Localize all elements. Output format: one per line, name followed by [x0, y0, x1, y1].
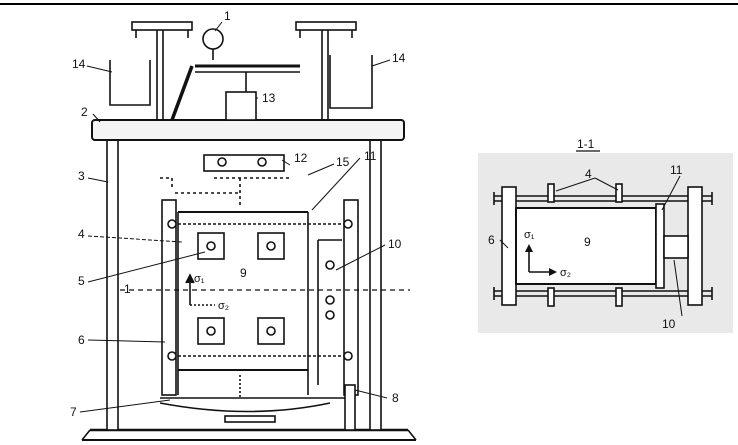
section-label-sigma1: σ₁ — [524, 229, 535, 241]
base-plate — [82, 416, 416, 440]
loading-piston — [226, 92, 256, 120]
label-15: 15 — [336, 155, 350, 169]
section-title: 1-1 — [577, 137, 595, 151]
section-label-6: 6 — [488, 233, 495, 247]
label-12: 12 — [294, 151, 308, 165]
label-10: 10 — [388, 237, 402, 251]
specimen-frame — [162, 200, 358, 395]
label-1: 1 — [224, 9, 231, 23]
label-11: 11 — [364, 149, 377, 163]
label-sigma1-main: σ₁ — [194, 273, 205, 285]
main-view — [80, 22, 416, 440]
section-label-11: 11 — [670, 163, 683, 177]
label-9: 9 — [240, 266, 247, 280]
top-loading-block — [160, 155, 290, 208]
top-plate — [92, 120, 404, 140]
label-5: 5 — [78, 274, 85, 288]
pressure-cells — [198, 233, 334, 344]
label-7: 7 — [70, 405, 77, 419]
label-8: 8 — [392, 391, 399, 405]
section-label-9: 9 — [584, 235, 591, 249]
label-13: 13 — [262, 91, 276, 105]
label-6: 6 — [78, 333, 85, 347]
label-sigma2-main: σ₂ — [218, 300, 229, 312]
section-label-sigma2: σ₂ — [560, 267, 571, 279]
section-view: 1-1 4 11 6 9 10 σ₁ σ₂ — [478, 137, 733, 333]
support-columns — [107, 140, 381, 430]
label-3: 3 — [78, 169, 85, 183]
section-label-4: 4 — [585, 167, 592, 181]
label-14-left: 14 — [72, 57, 86, 71]
label-4: 4 — [78, 227, 85, 241]
section-label-10: 10 — [662, 317, 676, 331]
label-2: 2 — [81, 105, 88, 119]
label-14-right: 14 — [392, 51, 406, 65]
label-section-mark: 1 — [124, 282, 131, 296]
